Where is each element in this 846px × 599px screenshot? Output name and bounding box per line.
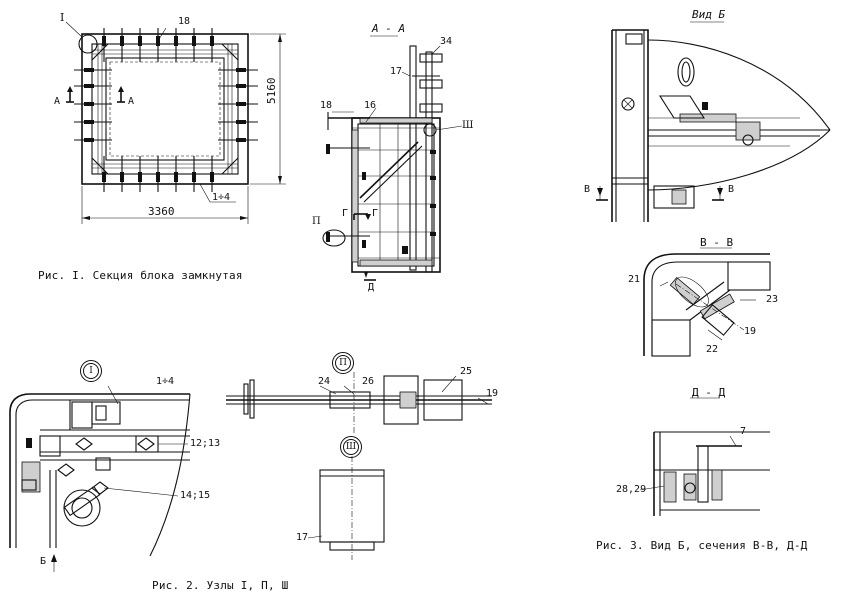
section-dd [639,397,770,516]
fig3-callout-21: 21 [628,274,641,285]
fig2-node1-badge: I [80,360,102,382]
fig3-section-v-right: В [728,184,735,195]
fig2-callout-17: 17 [296,532,309,543]
fig2-node3-badge: Ш [340,436,362,458]
fig1-caption: Рис. I. Секция блока замкнутая [38,269,243,282]
fig3-callout-7: 7 [740,426,747,437]
fig2-callout-12-13: 12;13 [190,438,221,449]
fig3-section-vv-title: В - В [700,236,734,249]
fig1-width-dimension: 3360 [148,205,175,218]
fig2-callout-14-15: 14;15 [180,490,211,501]
fig3-section-v-left: В [584,184,591,195]
fig2-caption: Рис. 2. Узлы I, П, Ш [152,579,289,592]
section-aa-callout-17: 17 [390,66,403,77]
fig3-section-dd-title: Д - Д [692,386,726,399]
node2-detail [226,372,492,434]
node3-detail [307,456,385,560]
section-aa-cut-d: Д [368,282,375,293]
section-aa-view [322,35,463,281]
section-aa-callout-16: 16 [364,100,377,111]
fig2-callout-26: 26 [362,376,375,387]
section-aa-callout-34: 34 [440,36,453,47]
fig3-callout-22: 22 [706,344,719,355]
section-aa-cut-g-left: Г [342,208,349,219]
fig3-callout-28-29: 28,29 [616,484,647,495]
fig2-node2-badge: П [332,352,354,374]
section-aa-node2-label: П [312,216,321,227]
fig1-callout-18: 18 [178,16,191,27]
fig3-callout-23: 23 [766,294,779,305]
fig2-callout-19: 19 [486,388,499,399]
fig1-section-a-right: А [128,96,135,107]
section-aa-node3-label: Ш [462,120,474,131]
node1-detail [9,385,191,572]
fig3-caption: Рис. 3. Вид Б, сечения В-В, Д-Д [596,539,808,552]
section-aa-title: А - А [372,22,406,35]
fig3-view-b-title: Вид Б [692,8,726,21]
section-vv [643,247,771,357]
fig1-callout-1-4: 1÷4 [212,192,231,203]
fig1-height-dimension: 5160 [265,77,278,105]
fig1-node-label: I [60,11,65,24]
fig2-node1-text: I [83,363,99,379]
fig1-section-a-left: А [54,96,61,107]
section-aa-cut-g-right: Г [372,208,379,219]
fig3-callout-19: 19 [744,326,757,337]
fig2-callout-1-4: 1÷4 [156,376,175,387]
fig1-plan-view [65,21,286,224]
fig2-node3-text: Ш [343,439,359,455]
fig2-node2-text: П [335,355,351,371]
fig2-callout-24: 24 [318,376,331,387]
fig2-view-b-mark: Б [40,556,47,567]
fig2-callout-25: 25 [460,366,473,377]
view-b [596,21,831,222]
section-aa-callout-18: 18 [320,100,333,111]
